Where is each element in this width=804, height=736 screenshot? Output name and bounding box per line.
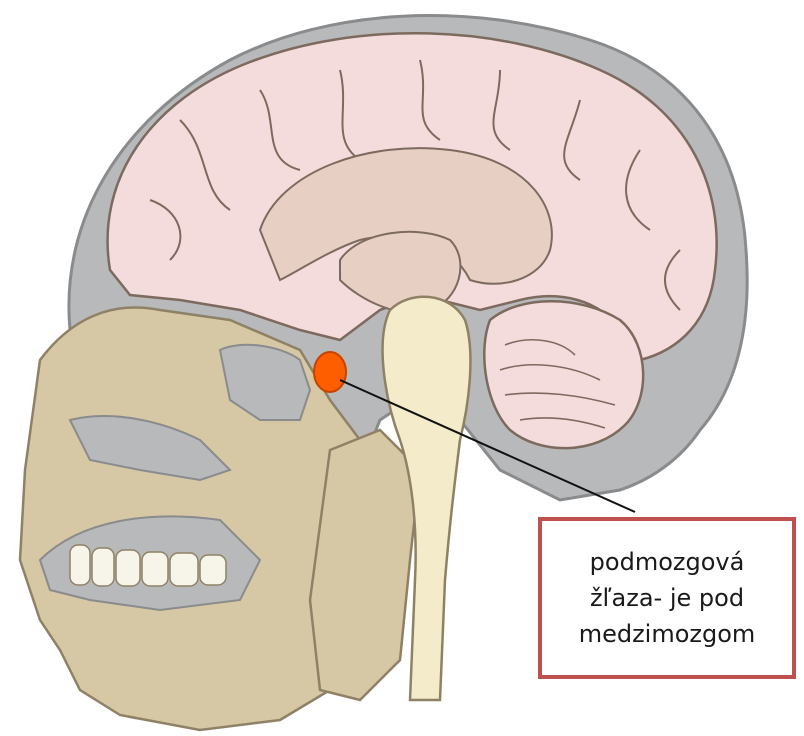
cervical-spine bbox=[310, 430, 420, 700]
label-box: podmozgová žľaza- je pod medzimozgom bbox=[538, 517, 796, 679]
pituitary-gland bbox=[314, 352, 346, 392]
cerebellum bbox=[484, 301, 643, 448]
pituitary-label: podmozgová žľaza- je pod medzimozgom bbox=[557, 544, 777, 652]
